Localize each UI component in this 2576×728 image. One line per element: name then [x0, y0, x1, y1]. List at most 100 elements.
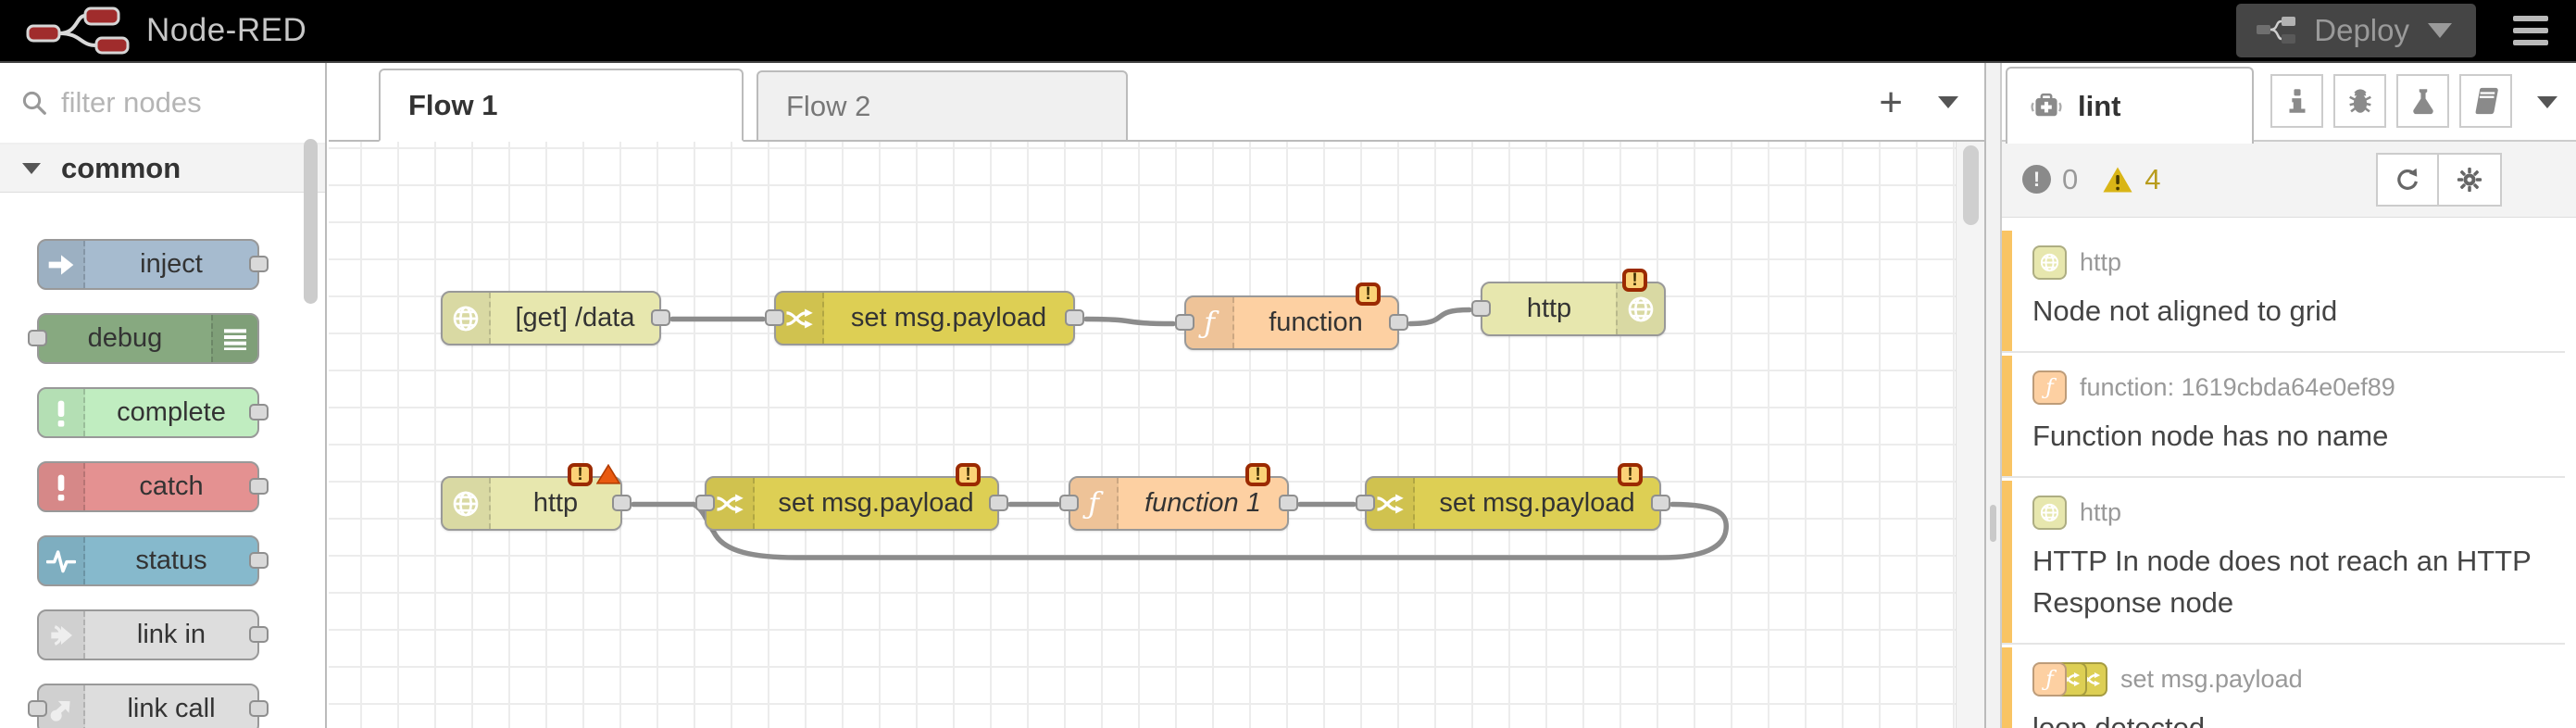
gear-icon — [2457, 167, 2482, 192]
flow-node-http-response[interactable]: http! — [1471, 269, 1666, 336]
flow-node-http-in[interactable]: [get] /data — [441, 291, 670, 345]
node-output-port[interactable] — [651, 308, 670, 326]
refresh-icon — [2397, 168, 2418, 190]
palette-node-debug[interactable]: debug — [28, 313, 259, 364]
node-red-logo: Node-RED — [0, 6, 306, 55]
lint-refresh-button[interactable] — [2376, 152, 2439, 207]
flow-node-change[interactable]: set msg.payload! — [1356, 463, 1670, 531]
flow-node-change[interactable]: set msg.payload — [765, 291, 1084, 345]
node-output-port[interactable] — [989, 494, 1008, 511]
flow-node-change[interactable]: set msg.payload! — [695, 463, 1008, 531]
tab-help-button[interactable] — [2459, 74, 2512, 128]
node-output-port[interactable] — [249, 403, 269, 420]
exclamation-icon — [39, 463, 85, 510]
node-output-port[interactable] — [249, 255, 269, 272]
flow-tabbar: Flow 1 Flow 2 + — [329, 63, 1984, 142]
separator-grip — [1990, 505, 1996, 542]
tab-debug-button[interactable] — [2333, 74, 2386, 128]
node-input-port[interactable] — [765, 308, 784, 326]
flow-wires — [631, 307, 1730, 560]
node-output-port[interactable] — [1389, 313, 1408, 331]
node-output-port[interactable] — [249, 477, 269, 495]
book-icon — [2475, 87, 2498, 115]
flow-wire[interactable] — [1083, 316, 1176, 327]
issue-message: Function node has no name — [2032, 419, 2389, 452]
node-input-port[interactable] — [1471, 299, 1491, 317]
shuffle-icon — [707, 478, 755, 529]
tab-test-button[interactable] — [2396, 74, 2449, 128]
palette-node-catch[interactable]: catch — [37, 461, 269, 512]
palette-category-common[interactable]: common — [0, 144, 325, 193]
palette-sidebar: common inject debug complete catch status lin… — [0, 63, 327, 728]
node-output-port[interactable] — [1651, 494, 1670, 511]
filter-nodes-input[interactable] — [61, 86, 293, 119]
tab-info-button[interactable] — [2270, 74, 2323, 128]
deploy-label: Deploy — [2314, 13, 2409, 47]
node-output-port[interactable] — [1065, 308, 1084, 326]
globe-icon — [1616, 283, 1664, 334]
flow-wire[interactable] — [1407, 307, 1472, 327]
warning-count: 4 — [2145, 162, 2161, 195]
palette-node-link-in[interactable]: link in — [37, 609, 269, 660]
tab-flow-1[interactable]: Flow 1 — [379, 69, 744, 142]
workspace: Flow 1 Flow 2 + [get] /data set msg.paylo… — [329, 63, 1984, 728]
link-in-icon — [39, 611, 85, 659]
canvas-scrollbar-thumb[interactable] — [1963, 145, 1979, 225]
issue-node-label: set msg.payload — [2120, 664, 2303, 693]
pulse-icon — [39, 537, 85, 584]
main-menu-button[interactable] — [2513, 16, 2548, 45]
exclamation-icon — [39, 389, 85, 436]
canvas-scrollbar[interactable] — [1956, 142, 1984, 728]
sidebar-separator[interactable] — [1984, 63, 2002, 728]
flow-node-label: set msg.payload — [778, 488, 974, 518]
node-input-port[interactable] — [1175, 313, 1194, 331]
palette-scrollbar[interactable] — [304, 139, 318, 304]
node-output-port[interactable] — [249, 625, 269, 643]
palette-node-label: link call — [127, 694, 216, 723]
warning-badge: ! — [956, 463, 981, 486]
node-input-port[interactable] — [695, 494, 715, 511]
add-flow-button[interactable]: + — [1879, 79, 1903, 125]
palette-node-inject[interactable]: inject — [37, 239, 269, 290]
deploy-options-caret-icon[interactable] — [2428, 23, 2452, 38]
tab-flow-2[interactable]: Flow 2 — [757, 70, 1128, 142]
warning-badge: ! — [568, 463, 593, 486]
node-input-port[interactable] — [28, 699, 47, 717]
warning-badge: ! — [1618, 463, 1643, 486]
error-count-icon: ! — [2022, 165, 2051, 194]
node-output-port[interactable] — [612, 494, 631, 511]
svg-text:ƒ: ƒ — [1082, 489, 1104, 519]
issue-node-label: http — [2080, 497, 2122, 526]
issue-message: Node not aligned to grid — [2032, 295, 2338, 327]
svg-text:ƒ: ƒ — [2041, 377, 2057, 398]
tab-lint[interactable]: lint — [2006, 67, 2254, 144]
node-red-logo-icon — [26, 6, 130, 55]
flow-list-caret-icon[interactable] — [1938, 96, 1958, 108]
sidebar-tabs-caret-icon[interactable] — [2537, 96, 2557, 108]
palette-node-status[interactable]: status — [37, 535, 269, 586]
flow-node-http-in[interactable]: http! — [441, 463, 631, 531]
node-input-port[interactable] — [1356, 494, 1375, 511]
node-output-port[interactable] — [249, 551, 269, 569]
flow-node-label: http — [532, 488, 579, 518]
node-output-port[interactable] — [249, 699, 269, 717]
node-input-port[interactable] — [1059, 494, 1079, 511]
node-input-port[interactable] — [28, 329, 47, 346]
palette-category-label: common — [61, 151, 181, 184]
deploy-button[interactable]: Deploy — [2236, 4, 2476, 57]
node-output-port[interactable] — [1279, 494, 1298, 511]
deploy-icon — [2257, 17, 2296, 44]
medkit-icon — [2031, 93, 2062, 116]
palette-node-link-call[interactable]: link call — [28, 684, 269, 728]
flow-node-label: set msg.payload — [1439, 488, 1635, 518]
lint-settings-button[interactable] — [2439, 152, 2502, 207]
palette-node-complete[interactable]: complete — [37, 387, 269, 438]
